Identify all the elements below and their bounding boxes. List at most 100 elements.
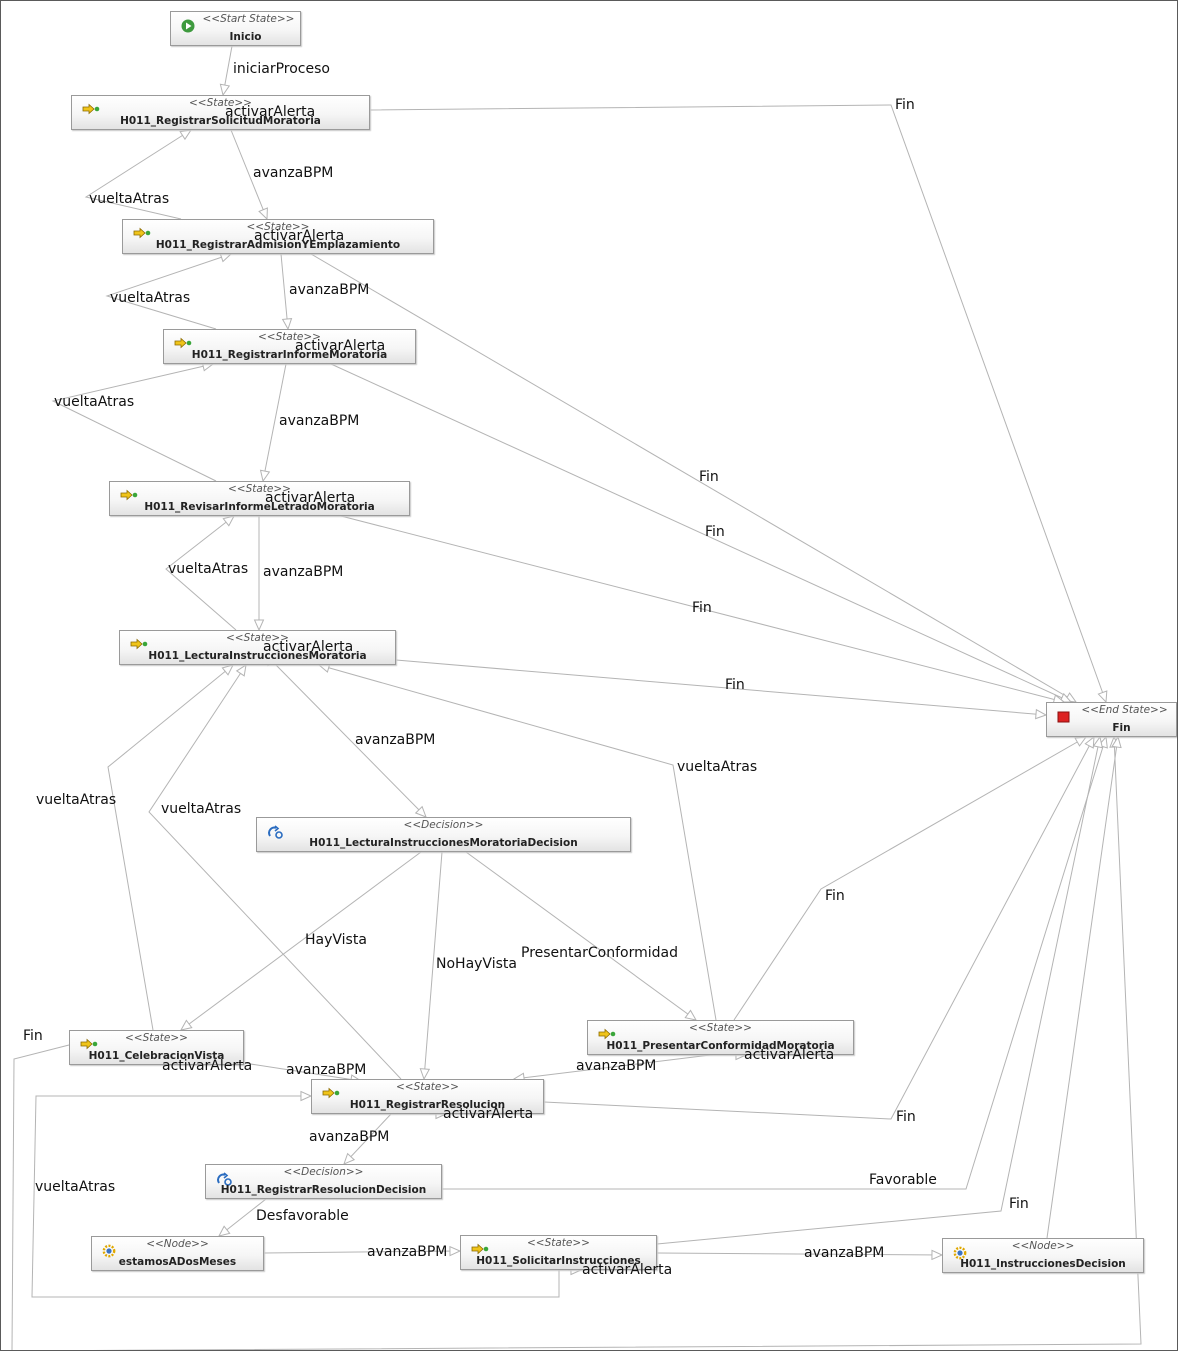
end-node-fin[interactable]: <<End State>> Fin: [1046, 702, 1177, 737]
arrowhead-n7-to-fin: [1074, 736, 1088, 747]
node-stereotype: <<State>>: [226, 632, 289, 644]
state-icon: [598, 1027, 616, 1041]
node-icon: [102, 1243, 120, 1258]
node-name: H011_InstruccionesDecision: [960, 1258, 1126, 1270]
transition-n3-to-n2-vueltaatras: [105, 253, 232, 330]
node-name: H011_PresentarConformidadMoratoria: [606, 1040, 835, 1052]
state-node-h011-revisarinformeletradomoratoria[interactable]: <<State>>H011_RevisarInformeLetradoMorat…: [109, 481, 410, 516]
transition-label-activaralerta: activarAlerta: [744, 1047, 835, 1063]
transition-label-fin: Fin: [895, 97, 915, 113]
start-node-inicio[interactable]: <<Start State>> Inicio: [170, 11, 301, 46]
state-node-h011-celebracionvista[interactable]: <<State>>H011_CelebracionVista: [69, 1030, 244, 1065]
arrowhead-n9-to-nd2: [931, 1249, 944, 1261]
transition-label-vueltaatras: vueltaAtras: [677, 759, 758, 775]
state-icon: [82, 102, 100, 116]
node-stereotype: <<Decision>>: [283, 1166, 364, 1178]
node-name: Fin: [1112, 722, 1131, 734]
transition-label-presentarconformidad: PresentarConformidad: [521, 945, 678, 961]
arrowhead-inicio-to-n1: [219, 83, 231, 97]
node-name: H011_RegistrarResolucion: [349, 1099, 506, 1111]
state-icon: [471, 1242, 489, 1256]
node-stereotype: <<State>>: [258, 331, 321, 343]
state-node-h011-registrarresolucion[interactable]: <<State>> H011_RegistrarResolucion: [311, 1079, 544, 1114]
arrowhead-nd1-to-n9: [449, 1245, 462, 1257]
arrowhead-d1-to-n8: [419, 1068, 431, 1081]
arrowhead-d1-to-n6: [180, 1019, 193, 1031]
transition-label-fin: Fin: [1009, 1196, 1029, 1212]
node-stereotype: <<Start State>>: [202, 13, 295, 25]
node-stereotype: <<End State>>: [1081, 704, 1168, 716]
transition-n2-to-n3-avanzabpm: [280, 253, 289, 330]
arrowhead-n9-to-n8: [300, 1090, 313, 1102]
transition-label-vueltaatras: vueltaAtras: [35, 1179, 116, 1195]
node-name: H011_LecturaInstruccionesMoratoria: [148, 650, 367, 662]
decision-node-h011-registrarresoluciondecision[interactable]: <<Decision>> H011_RegistrarResolucionDeci…: [205, 1164, 442, 1199]
state-icon: [133, 226, 151, 240]
transition-n8-to-fin-fin: [543, 736, 1095, 1120]
transition-label-activaralerta: activarAlerta: [582, 1262, 673, 1278]
decision-node-h011-lecturainstruccionesmoratoriadecision[interactable]: <<Decision>>H011_LecturaInstruccionesMor…: [256, 817, 631, 852]
transition-label-vueltaatras: vueltaAtras: [54, 394, 135, 410]
transition-label-vueltaatras: vueltaAtras: [110, 290, 191, 306]
transition-n3-to-fin-fin: [330, 363, 1072, 703]
transition-label-fin: Fin: [699, 469, 719, 485]
transition-n4-to-n3-vueltaatras: [51, 363, 217, 482]
transition-n7-to-n5-vueltaatras: [318, 664, 717, 1021]
transition-label-avanzabpm: avanzaBPM: [804, 1245, 885, 1261]
transition-n2-to-fin-fin: [310, 253, 1077, 703]
node-stereotype: <<State>>: [527, 1237, 590, 1249]
state-icon: [174, 336, 192, 350]
decision-icon: [216, 1171, 234, 1186]
transition-n7-to-fin-fin: [733, 736, 1087, 1021]
transition-nd2-to-fin: [1046, 736, 1119, 1239]
arrowhead-n8-to-n5: [235, 663, 247, 677]
transition-label-vueltaatras: vueltaAtras: [89, 191, 170, 207]
transition-label-favorable: Favorable: [869, 1172, 937, 1188]
transition-n8-to-n5-vueltaatras: [148, 664, 402, 1080]
transition-label-fin: Fin: [725, 677, 745, 693]
arrowhead-n1-to-n2: [258, 207, 268, 221]
transition-n9-to-n8-vueltaatras: [31, 1095, 560, 1298]
transition-label-activaralerta: activarAlerta: [225, 104, 316, 120]
arrowhead-n9-to-fin: [1092, 735, 1103, 749]
node-icon: [953, 1245, 971, 1260]
node-stereotype: <<State>>: [246, 221, 310, 233]
decision-icon: [267, 824, 285, 839]
arrowhead-n8-to-fin: [1084, 735, 1095, 749]
state-node-h011-solicitarinstrucciones[interactable]: <<State>>H011_SolicitarInstrucciones: [460, 1235, 657, 1270]
arrowhead-n4-to-n5: [253, 619, 265, 632]
transition-n4-to-fin-fin: [340, 515, 1065, 703]
transition-n5-to-d1-avanzabpm: [275, 664, 427, 818]
node-stereotype: <<State>>: [396, 1081, 459, 1093]
state-node-h011-lecturainstruccionesmoratoria[interactable]: <<State>> H011_LecturaInstruccionesMorato…: [119, 630, 396, 665]
start-icon: [181, 18, 199, 33]
node-node-h011-instruccionesdecision[interactable]: <<Node>>H011_InstruccionesDecision: [942, 1238, 1144, 1273]
node-name: Inicio: [229, 31, 262, 43]
transition-label-activaralerta: activarAlerta: [263, 639, 354, 655]
node-stereotype: <<Node>>: [146, 1238, 209, 1250]
transition-label-vueltaatras: vueltaAtras: [161, 801, 242, 817]
transition-n1-to-n2-avanzabpm: [230, 129, 268, 220]
node-node-estamosadosmeses[interactable]: <<Node>>estamosADosMeses: [91, 1236, 264, 1271]
state-icon: [80, 1037, 98, 1051]
arrowhead-n2-to-n3: [281, 318, 293, 331]
transition-n6-to-n5-vueltaatras: [107, 664, 234, 1031]
state-node-h011-registrarinformemoratoria[interactable]: <<State>>H011_RegistrarInformeMoratoria: [163, 329, 416, 364]
node-name: H011_RegistrarResolucionDecision: [220, 1184, 427, 1196]
state-node-h011-presentarconformidadmoratoria[interactable]: <<State>>H011_PresentarConformidadMorato…: [587, 1020, 854, 1055]
transition-n9-to-fin-fin: [656, 736, 1101, 1245]
transition-n9-to-nd2-avanzabpm: [656, 1252, 943, 1256]
state-node-h011-registraradmisionyemplazamiento[interactable]: <<State>>H011_RegistrarAdmisionYEmplazam…: [122, 219, 434, 254]
node-name: H011_CelebracionVista: [88, 1050, 225, 1062]
transition-label-fin: Fin: [896, 1109, 916, 1125]
transition-d1-to-n8-nohayvista: [423, 851, 443, 1080]
transition-label-nohayvista: NoHayVista: [436, 956, 517, 972]
state-node-h011-registrarsolicitudmoratoria[interactable]: <<State>>H011_RegistrarSolicitudMoratori…: [71, 95, 370, 130]
node-stereotype: <<State>>: [189, 97, 252, 109]
transition-label-vueltaatras: vueltaAtras: [36, 792, 117, 808]
transition-label-avanzabpm: avanzaBPM: [253, 165, 334, 181]
transition-n5-to-n4-vueltaatras: [165, 515, 237, 631]
state-icon: [120, 488, 138, 502]
arrowhead-n5-to-n4: [222, 515, 235, 527]
